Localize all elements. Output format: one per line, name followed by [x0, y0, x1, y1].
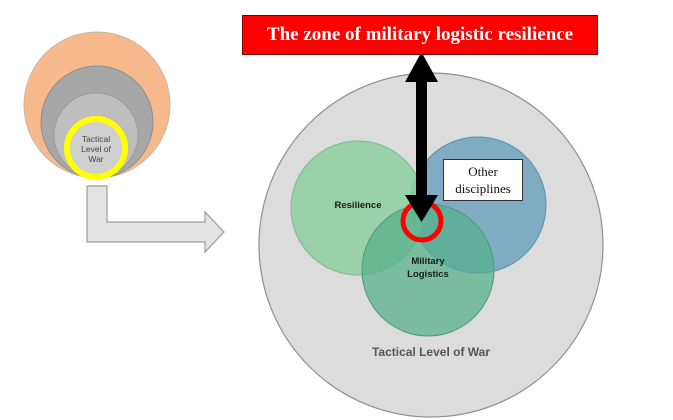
- right-arrow-icon: [86, 185, 225, 254]
- levels-of-war-inset: Tactical Level of War: [23, 31, 171, 180]
- main-venn-diagram: ment Resilience Military Logistics Tacti…: [258, 52, 604, 418]
- title-banner: The zone of military logistic resilience: [242, 15, 598, 55]
- callout-line2: disciplines: [455, 181, 511, 196]
- inset-label-line1: Tactical: [82, 134, 110, 144]
- military-logistics-label-line2: Logistics: [407, 269, 449, 280]
- inset-label-line2: Level of: [81, 144, 111, 154]
- tactical-level-of-war-label: Tactical Level of War: [372, 345, 490, 359]
- double-arrow-icon: [405, 52, 438, 222]
- other-disciplines-callout: Other disciplines: [443, 159, 523, 201]
- tactical-level-highlight-ring: [64, 116, 128, 180]
- inset-label-line3: War: [88, 154, 103, 164]
- resilience-label: Resilience: [335, 200, 382, 211]
- callout-line1: Other: [468, 164, 498, 179]
- military-logistics-label-line1: Military: [411, 256, 445, 267]
